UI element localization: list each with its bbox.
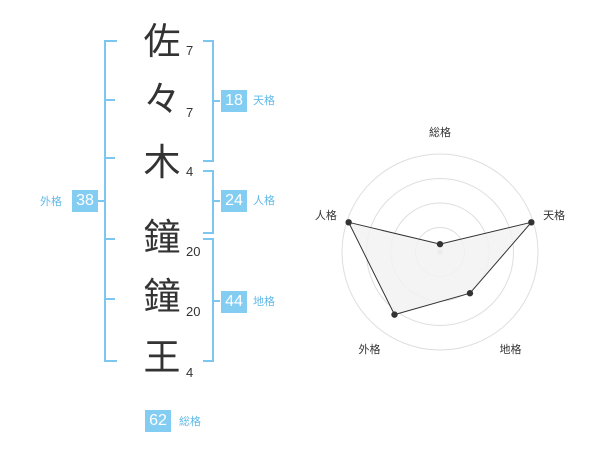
radar-point: [528, 219, 535, 226]
soukaku-value: 62: [145, 410, 171, 432]
tenkaku-value: 18: [221, 90, 247, 112]
tenkaku-label: 天格: [253, 94, 275, 107]
bracket-tick: [104, 298, 115, 300]
bracket-connector: [212, 200, 220, 202]
radar-axis-label: 総格: [429, 125, 451, 139]
bracket-connector: [212, 300, 220, 302]
bracket-tick: [104, 157, 115, 159]
radar-point: [391, 311, 398, 318]
name-char-5: 鐘: [143, 275, 181, 318]
name-char-1: 佐: [143, 20, 181, 63]
stroke-count-6: 4: [186, 365, 194, 380]
gaikaku-value: 38: [72, 190, 98, 212]
name-char-6: 王: [143, 336, 181, 379]
jinkaku-value: 24: [221, 190, 247, 212]
radar-polygon: [347, 221, 533, 316]
bracket-connector: [212, 100, 220, 102]
stroke-count-5: 20: [186, 304, 201, 319]
name-char-4: 鐘: [143, 216, 181, 259]
gaikaku-bracket: [104, 40, 117, 362]
radar-axis-label: 人格: [315, 208, 337, 222]
stroke-count-4: 20: [186, 244, 201, 259]
radar-axis-label: 外格: [358, 342, 380, 356]
radar-point: [466, 290, 474, 297]
stroke-count-2: 7: [186, 105, 194, 120]
bracket-tick: [104, 238, 115, 240]
jinkaku-label: 人格: [253, 194, 275, 207]
chikaku-label: 地格: [253, 295, 275, 308]
radar-point: [436, 240, 444, 248]
chikaku-value: 44: [221, 291, 247, 313]
radar-axis-label: 天格: [543, 208, 565, 222]
stroke-count-3: 4: [186, 164, 194, 179]
name-char-2: 々: [143, 78, 181, 121]
radar-axis-label: 地格: [500, 342, 522, 356]
bracket-tick: [104, 99, 115, 101]
radar-grid-ring: [341, 153, 539, 351]
soukaku-label: 総格: [179, 415, 201, 428]
bracket-connector: [97, 200, 105, 202]
jinkaku-bracket: [203, 170, 214, 234]
gaikaku-label: 外格: [40, 195, 62, 208]
stroke-count-1: 7: [186, 43, 194, 58]
radar-point: [345, 219, 352, 226]
name-char-3: 木: [143, 141, 181, 184]
